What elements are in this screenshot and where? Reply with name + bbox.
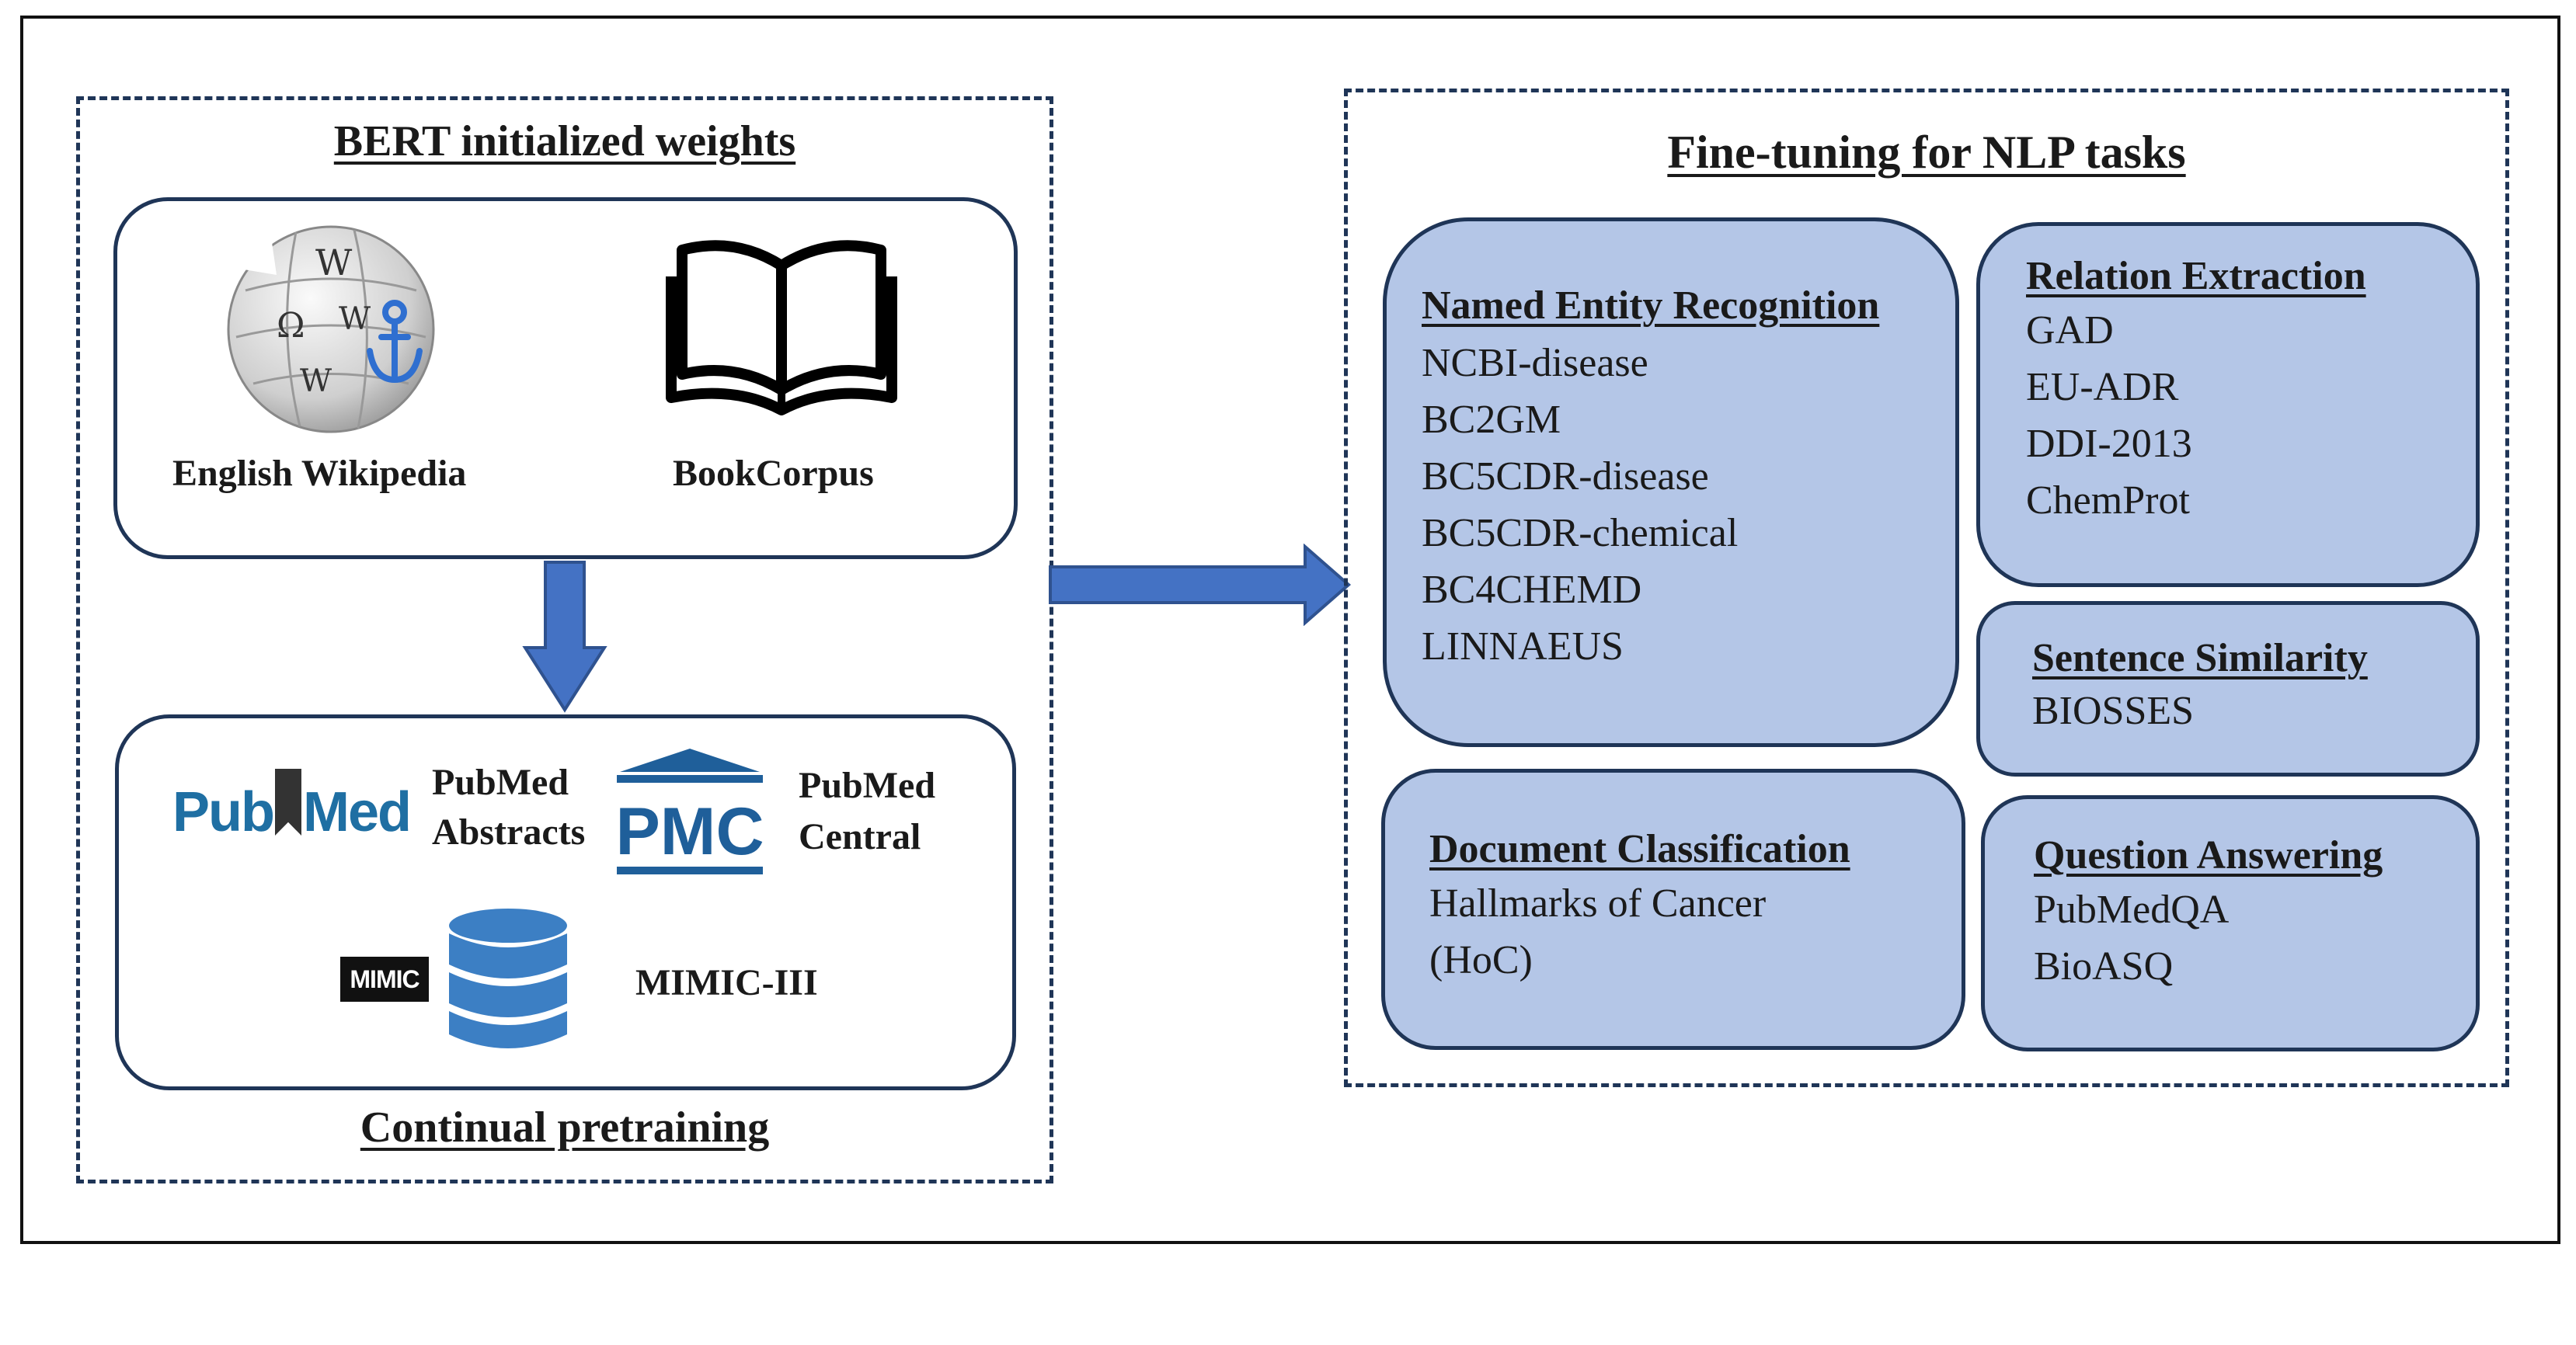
finetuning-panel [1344,89,2509,1087]
finetuning-panel-title: Fine-tuning for NLP tasks [1667,127,2186,178]
figure-frame [20,16,2560,1244]
pubmed-central-line2: Central [799,816,921,857]
task-qa-title: Question Answering [2034,833,2383,878]
task-box-relation-extraction [1976,222,2480,587]
dataset-item: BC2GM [1422,398,1561,442]
pretraining-panel-title: BERT initialized weights [333,117,796,165]
down-arrow [522,561,607,713]
task-re-title: Relation Extraction [2026,254,2366,298]
dataset-item: BIOSSES [2032,689,2195,733]
bookcorpus-label: BookCorpus [673,453,874,494]
dataset-item: GAD [2026,308,2114,353]
mimic-logo: MIMIC [340,957,429,1002]
task-ner-content: Named Entity Recognition NCBI-disease BC… [1422,283,1879,675]
task-dc-content: Document Classification Hallmarks of Can… [1429,826,1850,989]
dataset-item: BioASQ [2034,944,2174,989]
svg-text:Ω: Ω [277,306,305,346]
mimic-iii-label: MIMIC-III [635,962,818,1003]
task-re-content: Relation Extraction GAD EU-ADR DDI-2013 … [2026,253,2366,529]
dataset-item: (HoC) [1429,938,1533,982]
task-box-sentence-similarity [1976,601,2480,777]
pubmed-logo-med: Med [302,781,412,843]
task-box-question-answering [1981,795,2480,1051]
pubmed-abstracts-line2: Abstracts [432,812,586,853]
pubmed-central-line1: PubMed [799,765,936,806]
task-ner-title: Named Entity Recognition [1422,283,1880,328]
open-book-icon [666,240,897,415]
dataset-item: BC5CDR-chemical [1422,511,1739,555]
dataset-item: LINNAEUS [1422,624,1624,669]
dataset-item: EU-ADR [2026,365,2179,409]
pubmed-logo: Pub Med [172,769,412,844]
dataset-item: PubMedQA [2034,888,2230,932]
pmc-logo: PMC [615,749,764,874]
wikipedia-globe-icon: W Ω W W [222,221,435,433]
pubmed-abstracts-line1: PubMed [432,762,569,803]
task-qa-content: Question Answering PubMedQA BioASQ [2034,832,2383,995]
database-icon [449,909,567,1048]
dataset-item: DDI-2013 [2026,422,2192,466]
pubmed-logo-pub: Pub [172,781,275,843]
svg-text:W: W [339,301,371,337]
task-box-document-classification [1381,769,1965,1050]
svg-text:W: W [300,363,332,399]
dataset-item: BC4CHEMD [1422,568,1642,612]
right-arrow [1049,544,1352,626]
task-dc-title: Document Classification [1429,827,1850,871]
pretraining-panel [76,96,1053,1183]
pubmed-logo-bookmark-icon [274,769,301,836]
task-ss-content: Sentence Similarity BIOSSES [2032,635,2368,739]
svg-text:W: W [315,242,353,283]
continual-pretraining-title: Continual pretraining [360,1103,770,1152]
task-ss-title: Sentence Similarity [2032,636,2368,680]
wikipedia-label: English Wikipedia [172,453,467,494]
dataset-item: ChemProt [2026,478,2190,523]
dataset-item: NCBI-disease [1422,341,1648,385]
task-box-ner [1383,217,1959,747]
pmc-logo-text: PMC [615,794,764,869]
dataset-item: BC5CDR-disease [1422,454,1709,499]
dataset-item: Hallmarks of Cancer [1429,881,1767,926]
